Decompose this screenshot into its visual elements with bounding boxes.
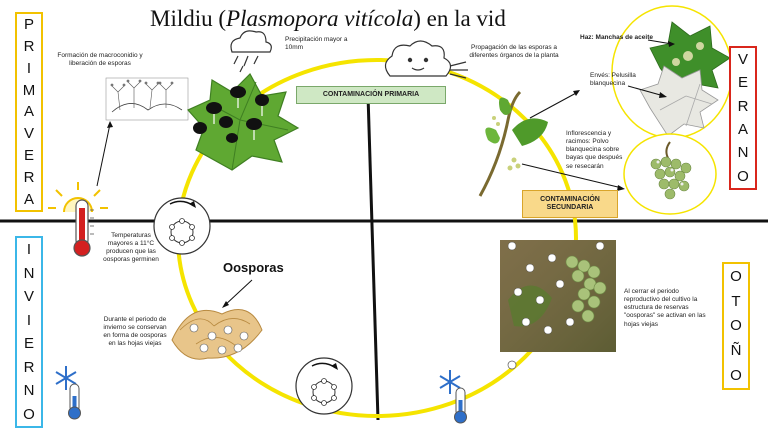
season-summer: V E R A N O bbox=[729, 46, 757, 190]
season-winter: I N V I E R N O bbox=[15, 236, 43, 428]
infected-leaf-primary bbox=[187, 73, 300, 171]
title-prefix: Mildiu ( bbox=[150, 6, 227, 31]
thermometer-cold-icon-right bbox=[454, 387, 467, 424]
season-letter: M bbox=[22, 81, 36, 99]
season-letter: E bbox=[737, 74, 748, 92]
season-letter: E bbox=[23, 146, 34, 164]
season-letter: R bbox=[737, 97, 749, 115]
thermometer-cold-icon bbox=[68, 383, 81, 420]
season-letter: V bbox=[23, 125, 34, 143]
season-letter: I bbox=[26, 59, 32, 77]
label-winter-note: Durante el periodo de invierno se conser… bbox=[103, 316, 167, 348]
sporangiophore-sketch bbox=[105, 77, 189, 121]
season-autumn: O T O Ñ O bbox=[722, 262, 750, 390]
germination-cycle-icon bbox=[153, 197, 211, 255]
title-species: Plasmopora vitícola bbox=[226, 6, 414, 31]
label-oosporas: Oosporas bbox=[223, 260, 284, 275]
title-suffix: ) en la vid bbox=[413, 6, 506, 31]
label-precipitation: Precipitación mayor a 10mm bbox=[285, 36, 348, 52]
season-letter: R bbox=[23, 168, 35, 186]
season-letter: O bbox=[23, 405, 35, 423]
wind-cloud-icon bbox=[384, 40, 468, 79]
season-letter: V bbox=[23, 288, 34, 306]
diagram-title: Mildiu (Plasmopora vitícola) en la vid bbox=[150, 6, 570, 32]
season-letter: T bbox=[731, 292, 741, 310]
season-letter: O bbox=[730, 367, 742, 385]
season-letter: P bbox=[23, 16, 34, 34]
season-letter: V bbox=[737, 51, 748, 69]
badge-primary-contamination: CONTAMINACIÓN PRIMARIA bbox=[296, 86, 446, 104]
label-inflorescence: Inflorescencia y racimos: Polvo blanquec… bbox=[566, 130, 623, 170]
snowflake-icon-right bbox=[439, 370, 461, 394]
season-letter: I bbox=[26, 311, 32, 329]
label-temperature: Temperaturas mayores a 11°C producen que… bbox=[103, 232, 159, 264]
vine-shoot bbox=[478, 90, 548, 197]
summer-leaf-inset bbox=[611, 5, 733, 139]
season-letter: O bbox=[730, 267, 742, 285]
season-letter: R bbox=[23, 38, 35, 56]
season-letter: A bbox=[737, 121, 748, 139]
label-formation: Formación de macroconidio y liberación d… bbox=[57, 52, 143, 68]
season-letter: A bbox=[23, 103, 34, 121]
season-letter: E bbox=[23, 335, 34, 353]
autumn-grapes-photo bbox=[500, 240, 616, 352]
label-autumn-note: Al cerrar el periodo reproductivo del cu… bbox=[624, 288, 706, 328]
season-letter: O bbox=[737, 167, 749, 185]
snowflake-icon bbox=[55, 366, 77, 390]
germination-cycle-icon-bottom bbox=[295, 357, 353, 415]
arrow-to-sketch bbox=[96, 123, 111, 187]
grape-cluster-inset bbox=[623, 133, 717, 215]
season-letter: A bbox=[23, 190, 34, 208]
badge-secondary-contamination: CONTAMINACIÓN SECUNDARIA bbox=[522, 190, 618, 218]
season-letter: N bbox=[737, 144, 749, 162]
thermometer-icon bbox=[73, 199, 94, 257]
season-letter: I bbox=[26, 241, 32, 259]
season-letter: N bbox=[23, 382, 35, 400]
season-letter: R bbox=[23, 358, 35, 376]
season-letter: N bbox=[23, 264, 35, 282]
season-spring: P R I M A V E R A bbox=[15, 12, 43, 212]
label-haz: Haz: Manchas de aceite bbox=[580, 34, 653, 41]
label-enves: Envés: Pelusilla blanquecina bbox=[590, 72, 636, 88]
cloud-rain-icon bbox=[230, 30, 272, 73]
season-letter: O bbox=[730, 317, 742, 335]
old-leaves-oospores bbox=[171, 309, 263, 360]
label-propagation: Propagación de las esporas a diferentes … bbox=[469, 44, 559, 60]
vertical-axis bbox=[366, 94, 380, 421]
season-letter: Ñ bbox=[730, 342, 742, 360]
oospore-marker bbox=[507, 360, 517, 370]
